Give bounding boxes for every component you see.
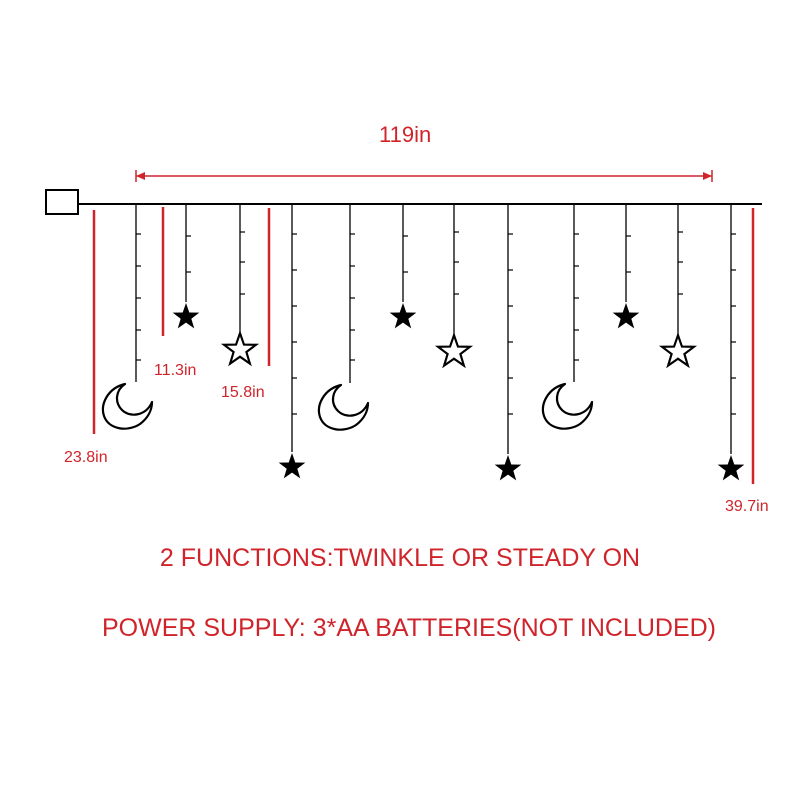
drop-length-label: 11.3in bbox=[154, 362, 197, 379]
battery-box-icon bbox=[45, 189, 79, 215]
filled-star-pendant-icon bbox=[389, 303, 417, 329]
filled-star-pendant-icon bbox=[278, 453, 306, 479]
outline-star-pendant-icon bbox=[660, 334, 696, 367]
moon-pendant-icon bbox=[317, 383, 370, 431]
led-tick-marks bbox=[136, 231, 736, 415]
outline-star-pendant-icon bbox=[222, 332, 258, 365]
power-supply-caption: POWER SUPPLY: 3*AA BATTERIES(NOT INCLUDE… bbox=[101, 614, 717, 642]
moon-pendant-icon bbox=[541, 382, 594, 430]
width-dimension-arrow bbox=[135, 170, 713, 182]
outline-star-pendant-icon bbox=[436, 334, 472, 367]
filled-star-pendant-icon bbox=[612, 303, 640, 329]
filled-star-pendant-icon bbox=[717, 455, 745, 481]
pendant-wires bbox=[135, 204, 732, 454]
drop-length-label: 15.8in bbox=[221, 384, 265, 401]
functions-caption: 2 FUNCTIONS:TWINKLE OR STEADY ON bbox=[159, 544, 641, 572]
drop-length-label: 39.7in bbox=[725, 498, 769, 515]
filled-star-pendant-icon bbox=[172, 303, 200, 329]
drop-length-label: 23.8in bbox=[64, 449, 108, 466]
moon-pendant-icon bbox=[101, 382, 154, 430]
filled-star-pendant-icon bbox=[494, 455, 522, 481]
total-width-label: 119in bbox=[379, 122, 432, 147]
